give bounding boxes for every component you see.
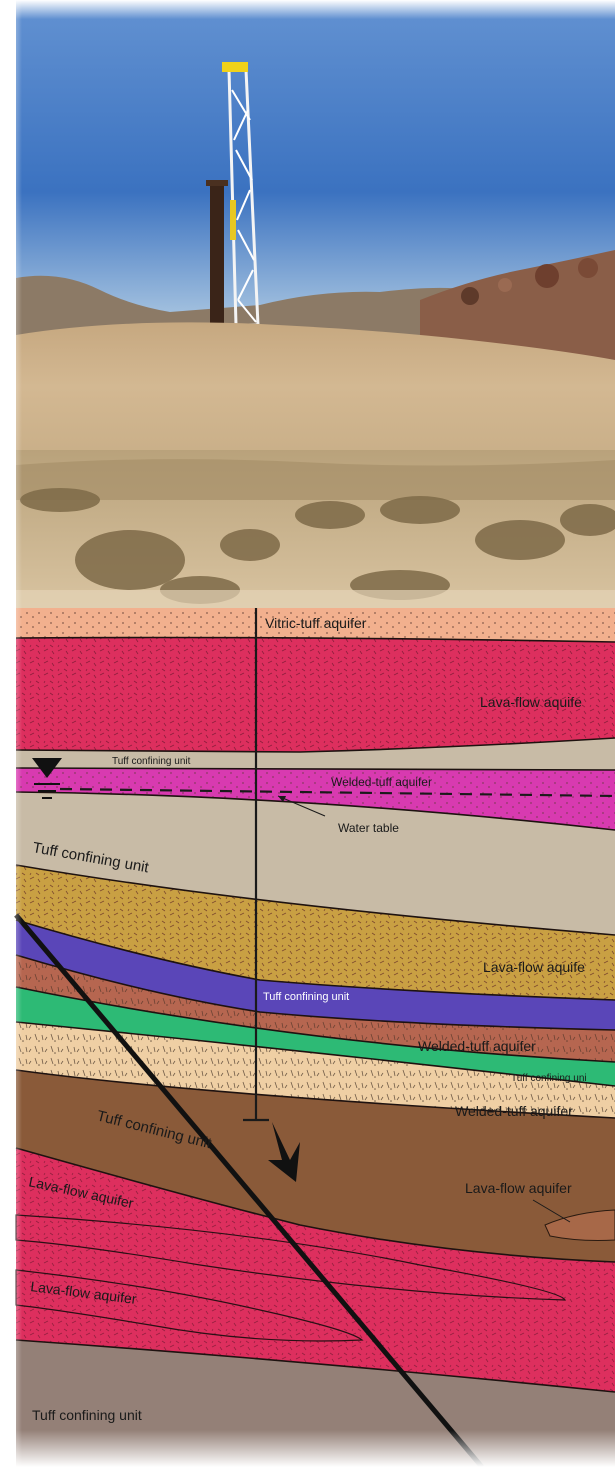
label-welded-tuff-aquifer-lower: Welded-tuff aquifer (455, 1103, 573, 1119)
label-welded-tuff-aquifer-middle: Welded-tuff aquifer (418, 1038, 536, 1054)
label-vitric-tuff-aquifer: Vitric-tuff aquifer (265, 615, 367, 631)
label-tuff-confining-unit-bottom: Tuff confining unit (32, 1407, 142, 1423)
label-tuff-confining-unit-green: Tuff confining uni (511, 1073, 587, 1084)
label-tuff-confining-unit-thin: Tuff confining unit (112, 756, 191, 767)
left-edge-fade (0, 0, 22, 1467)
label-lava-flow-aquifer-upper: Lava-flow aquife (480, 694, 582, 710)
label-welded-tuff-aquifer-upper: Welded-tuff aquifer (331, 775, 432, 789)
label-lava-flow-aquifer-lens-right: Lava-flow aquifer (465, 1180, 572, 1196)
label-tuff-confining-unit-purple: Tuff confining unit (263, 991, 349, 1003)
landscape-photo (16, 0, 615, 610)
cross-section: Vitric-tuff aquifer Lava-flow aquife Tuf… (16, 608, 615, 1467)
label-water-table: Water table (338, 821, 399, 835)
label-lava-flow-aquifer-middle: Lava-flow aquife (483, 959, 585, 975)
bottom-edge-fade (0, 1430, 615, 1467)
